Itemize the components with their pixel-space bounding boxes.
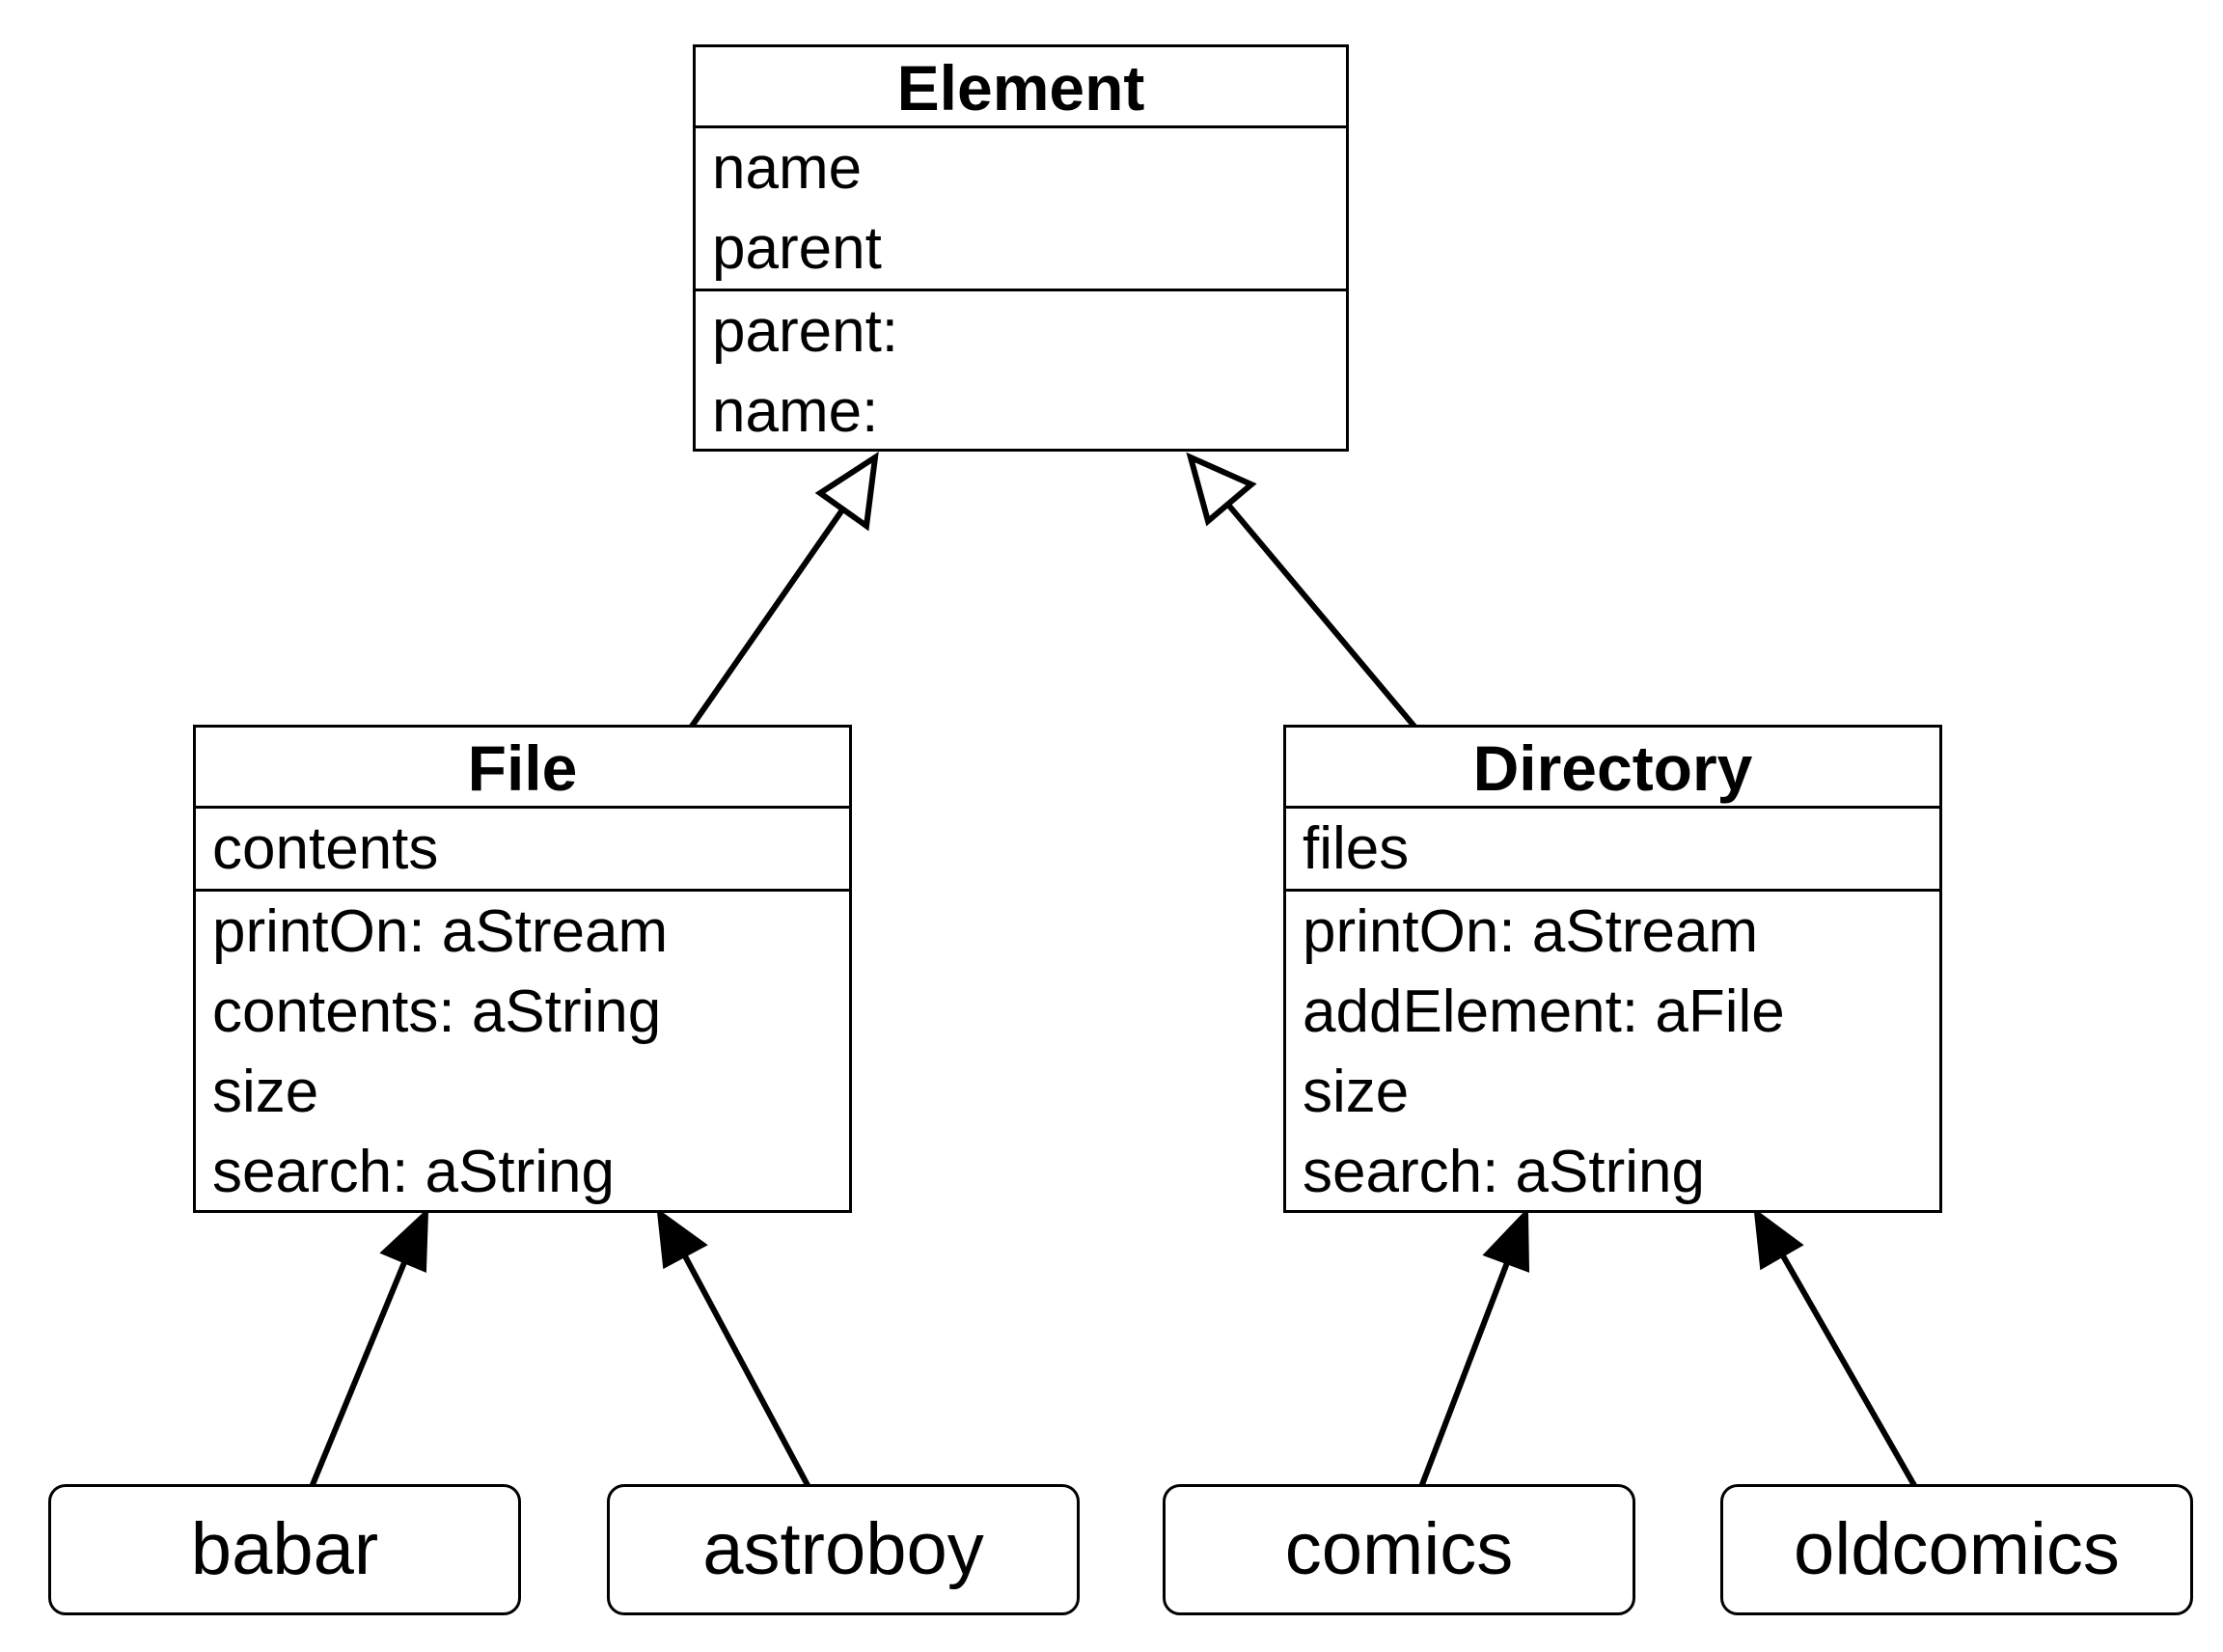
- directory-to-element-hollow-arrowhead: [1186, 452, 1257, 527]
- directory-attributes: files: [1286, 809, 1939, 892]
- directory-method-printon: printOn: aStream: [1303, 898, 1759, 965]
- instance-astroboy: astroboy: [607, 1484, 1080, 1615]
- file-methods: printOn: aStream contents: aString size …: [196, 892, 849, 1212]
- directory-method-size: size: [1303, 1059, 1410, 1125]
- file-attribute-contents: contents: [212, 815, 439, 882]
- file-attributes: contents: [196, 809, 849, 892]
- instance-comics: comics: [1163, 1484, 1635, 1615]
- babar-to-file-line: [309, 1258, 408, 1489]
- astroboy-to-file-arrowhead: [656, 1207, 708, 1270]
- file-class-title: File: [196, 728, 849, 809]
- directory-class-title: Directory: [1286, 728, 1939, 809]
- element-methods: parent: name:: [696, 291, 1346, 452]
- directory-attribute-files: files: [1303, 815, 1410, 882]
- oldcomics-to-directory-line: [1778, 1251, 1918, 1489]
- directory-to-element-line: [1225, 503, 1418, 730]
- file-class-box: File contents printOn: aStream contents:…: [193, 725, 852, 1213]
- element-method-name-setter: name:: [712, 378, 879, 445]
- file-method-contents-setter: contents: aString: [212, 978, 662, 1045]
- file-to-element-line: [688, 507, 846, 730]
- directory-class-box: Directory files printOn: aStream addElem…: [1283, 725, 1942, 1213]
- element-method-parent-setter: parent:: [712, 298, 899, 365]
- file-method-printon: printOn: aStream: [212, 898, 669, 965]
- element-attribute-name: name: [712, 135, 863, 202]
- element-attribute-parent: parent: [712, 215, 882, 282]
- directory-methods: printOn: aStream addElement: aFile size …: [1286, 892, 1939, 1212]
- file-method-search: search: aString: [212, 1139, 615, 1205]
- babar-to-file-arrowhead: [379, 1207, 429, 1273]
- directory-method-search: search: aString: [1303, 1139, 1705, 1205]
- element-class-box: Element name parent parent: name:: [693, 44, 1349, 452]
- file-method-size: size: [212, 1059, 319, 1125]
- oldcomics-to-directory-arrowhead: [1753, 1207, 1804, 1271]
- element-class-title: Element: [696, 47, 1346, 128]
- element-attributes: name parent: [696, 128, 1346, 291]
- astroboy-to-file-line: [680, 1251, 811, 1489]
- file-to-element-hollow-arrowhead: [814, 451, 879, 532]
- instance-babar: babar: [48, 1484, 521, 1615]
- directory-method-addelement: addElement: aFile: [1303, 978, 1785, 1045]
- instance-oldcomics: oldcomics: [1720, 1484, 2193, 1615]
- comics-to-directory-arrowhead: [1482, 1207, 1530, 1273]
- comics-to-directory-line: [1418, 1258, 1511, 1489]
